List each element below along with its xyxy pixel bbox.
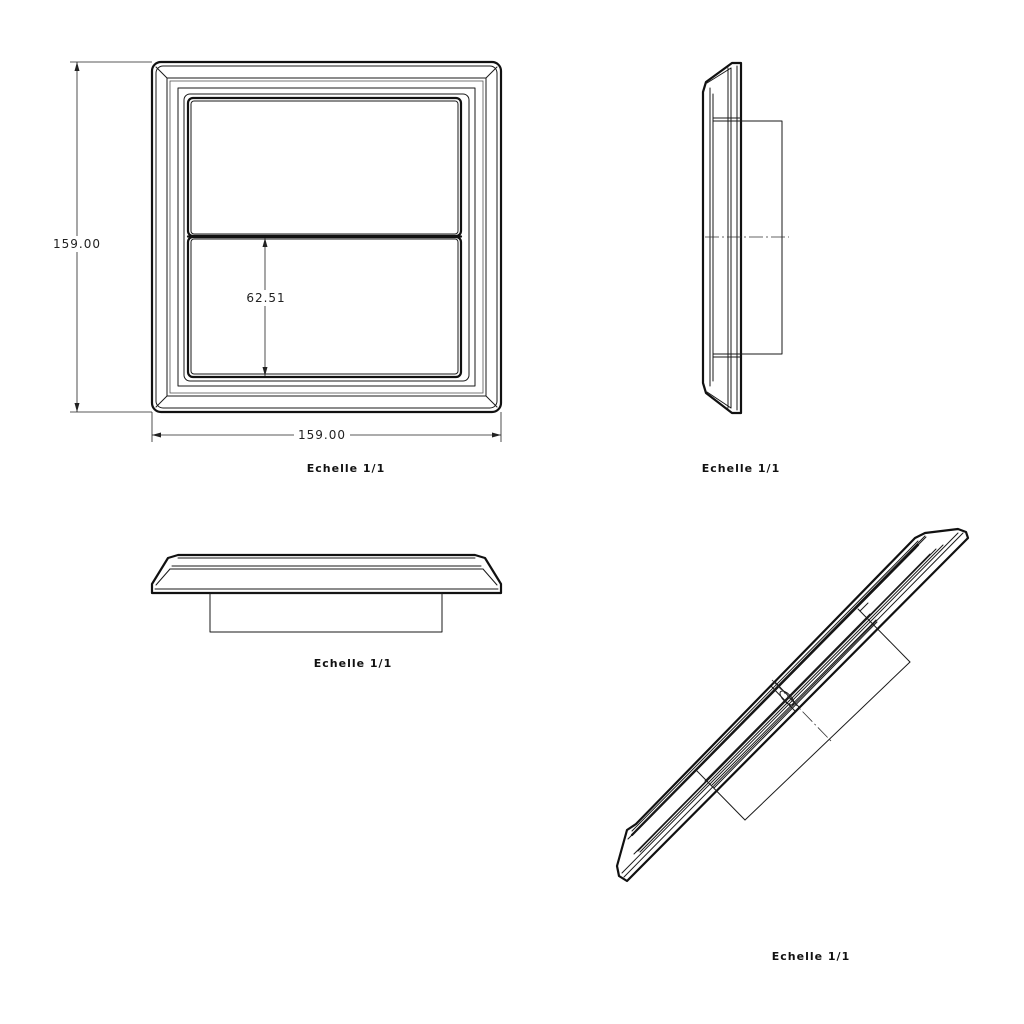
top-plate-profile <box>150 553 503 595</box>
height-dimension: 159.00 <box>50 61 152 413</box>
top-body <box>209 592 443 633</box>
upper-button <box>186 96 463 238</box>
iso-view: Echelle 1/1 <box>615 527 970 963</box>
top-view-caption: Echelle 1/1 <box>314 657 392 670</box>
iso-plate-outline <box>615 527 970 883</box>
height-dimension-label: 159.00 <box>53 237 101 251</box>
button-dimension: 62.51 <box>242 238 290 376</box>
width-dimension: 159.00 <box>151 412 502 443</box>
front-view-caption: Echelle 1/1 <box>307 462 385 475</box>
side-body <box>712 120 783 355</box>
button-dimension-label: 62.51 <box>246 291 285 305</box>
width-dimension-label: 159.00 <box>298 428 346 442</box>
front-outer-frame <box>150 60 503 414</box>
iso-view-caption: Echelle 1/1 <box>772 950 850 963</box>
side-view: Echelle 1/1 <box>701 61 789 475</box>
side-plate-profile <box>701 61 743 415</box>
top-view: Echelle 1/1 <box>150 553 503 670</box>
front-view: 159.00 159.00 62.51 Echelle 1/1 <box>50 60 503 475</box>
lower-button <box>186 235 463 379</box>
side-view-caption: Echelle 1/1 <box>702 462 780 475</box>
iso-body <box>696 602 911 821</box>
